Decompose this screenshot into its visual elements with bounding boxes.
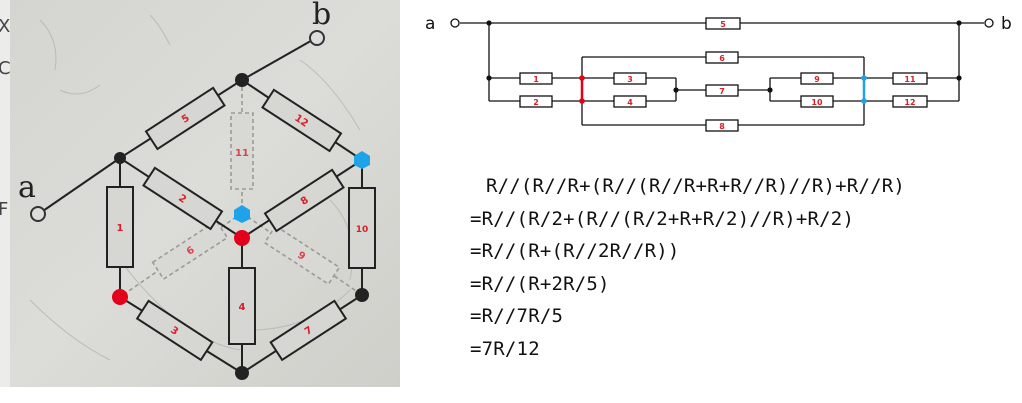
resistor-4: 4 — [228, 267, 256, 345]
terminal-a-label: a — [18, 170, 36, 205]
schematic-resistor-1 — [519, 72, 553, 85]
resistor-2: 2 — [142, 166, 224, 231]
terminal-a-circle — [30, 206, 46, 222]
schematic-terminal-a — [450, 18, 460, 28]
node-red-left — [112, 289, 128, 305]
node-red-center — [234, 230, 250, 246]
formula-line-1: R//(R//R+(R//(R//R+R+R//R)//R)+R//R) — [486, 175, 906, 197]
margin-glyph-x: X — [0, 16, 10, 37]
schematic-label-9: 9 — [814, 75, 820, 84]
formula-line-2: =R//(R/2+(R//(R/2+R+R/2)//R)+R/2) — [470, 207, 855, 230]
schematic-terminal-b-label: b — [1001, 14, 1012, 34]
margin-glyph-c: C — [0, 58, 11, 79]
margin-glyph-f: F — [0, 199, 8, 220]
svg-text:2: 2 — [176, 193, 188, 206]
schematic-label-10: 10 — [811, 98, 823, 107]
schematic-resistor-10 — [800, 95, 834, 108]
svg-text:11: 11 — [235, 148, 249, 159]
node-top — [235, 73, 249, 87]
node-bottom — [235, 366, 249, 380]
resistor-12: 12 — [261, 88, 343, 153]
svg-text:5: 5 — [180, 113, 192, 126]
equivalent-schematic: 5 6 1 2 3 4 7 9 10 11 12 8 a b — [425, 14, 1012, 132]
terminal-b-circle — [309, 30, 325, 46]
schematic-label-5: 5 — [720, 20, 726, 29]
paper-background — [0, 0, 400, 387]
formula-line-4: =R//(R+2R/5) — [470, 272, 610, 295]
svg-text:3: 3 — [168, 325, 180, 338]
schematic-resistor-2 — [519, 95, 553, 108]
node-right-lower — [355, 288, 369, 302]
schematic-label-7: 7 — [719, 87, 725, 96]
cube-network-photo: X C F 11 6 9 5 12 — [0, 0, 400, 387]
schematic-resistor-6 — [705, 51, 739, 64]
schematic-label-12: 12 — [904, 98, 915, 107]
resistor-8: 8 — [263, 168, 345, 233]
schematic-resistor-5 — [705, 17, 741, 30]
formula-line-6: =7R/12 — [470, 337, 540, 360]
schematic-resistor-9 — [800, 72, 834, 85]
schematic-label-2: 2 — [533, 98, 539, 107]
schematic-label-4: 4 — [627, 98, 633, 107]
resistor-5: 5 — [144, 86, 226, 151]
schematic-resistor-3 — [613, 72, 647, 85]
schematic-terminal-b — [984, 18, 994, 28]
schematic-label-8: 8 — [719, 122, 725, 131]
schematic-resistor-7 — [705, 84, 739, 97]
svg-text:6: 6 — [185, 245, 197, 258]
resistance-derivation: R//(R//R+(R//(R//R+R+R//R)//R)+R//R) =R/… — [470, 170, 1010, 365]
svg-text:4: 4 — [239, 302, 246, 313]
terminal-b-label: b — [312, 0, 331, 32]
schematic-terminal-a-label: a — [425, 14, 435, 34]
svg-text:7: 7 — [303, 325, 315, 338]
node-blue-right — [354, 151, 370, 169]
resistor-3: 3 — [135, 299, 214, 362]
hidden-resistor-6: 6 — [151, 219, 229, 281]
schematic-label-3: 3 — [627, 75, 633, 84]
resistor-10: 10 — [348, 187, 376, 269]
svg-text:9: 9 — [295, 250, 307, 263]
schematic-label-6: 6 — [719, 54, 725, 63]
resistor-1: 1 — [106, 186, 134, 268]
node-a-junction — [114, 152, 126, 164]
hidden-resistor-11: 11 — [230, 112, 254, 190]
formula-line-3: =R//(R+(R//2R//R)) — [470, 240, 680, 262]
schematic-resistor-4 — [613, 95, 647, 108]
schematic-resistor-12 — [892, 95, 928, 108]
resistor-7: 7 — [269, 299, 348, 362]
schematic-label-1: 1 — [533, 75, 539, 84]
schematic-resistor-8 — [705, 119, 739, 132]
hidden-resistor-9: 9 — [263, 224, 341, 286]
schematic-label-11: 11 — [904, 75, 916, 84]
svg-text:8: 8 — [299, 195, 311, 208]
svg-text:1: 1 — [117, 223, 124, 234]
formula-line-5: =R//7R/5 — [470, 305, 564, 327]
schematic-resistor-11 — [892, 72, 928, 85]
svg-text:10: 10 — [356, 225, 369, 235]
node-blue-center — [234, 205, 250, 223]
